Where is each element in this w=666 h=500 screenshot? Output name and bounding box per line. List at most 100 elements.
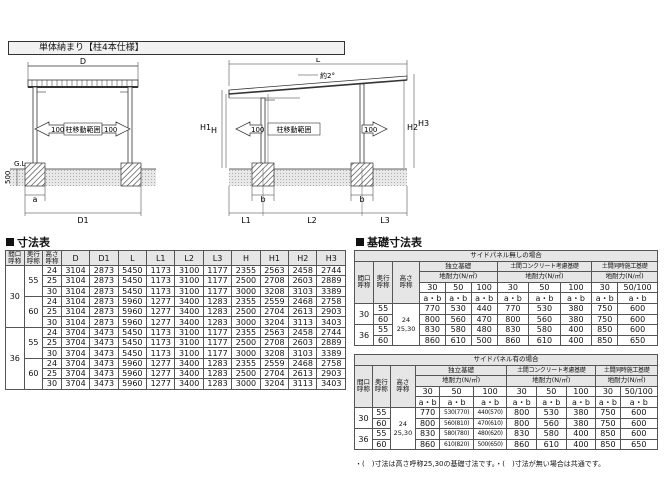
table-cell: 610	[535, 438, 567, 451]
table-cell: 580(780)	[439, 428, 474, 440]
front-depth-label: 500	[4, 171, 12, 184]
width-cell: 30	[353, 302, 375, 326]
depth-cell: 60	[373, 334, 394, 347]
table-caption: サイドパネル有の場合	[354, 354, 658, 366]
header-load: 地耐力(N/㎡)	[595, 375, 658, 387]
table-cell: 25	[42, 367, 62, 380]
width-cell: 30	[354, 406, 373, 430]
table-cell: 5450	[117, 337, 148, 349]
header-group-slab: 土間コンクリート考慮基礎	[496, 260, 593, 273]
table-cell: 3403	[316, 378, 346, 390]
table-cell: 750	[591, 313, 619, 326]
section-header-box: 単体納まり【柱4本仕様】	[8, 41, 345, 55]
table-cell: 850	[595, 428, 621, 440]
table-cell: 500	[470, 334, 498, 347]
table-cell: 3000	[231, 316, 261, 328]
front-dim-d1: D1	[77, 216, 88, 225]
width-cell: 36	[5, 326, 25, 390]
table-cell: 750	[595, 406, 621, 419]
table-cell: 25	[42, 306, 62, 318]
table-cell: 1277	[146, 367, 176, 380]
table-row: サイドパネル有の場合	[354, 354, 658, 366]
header-load: 地耐力(N/㎡)	[414, 375, 508, 387]
header-load: 地耐力(N/㎡)	[591, 271, 658, 283]
table-cell: 600	[619, 428, 659, 440]
table-cell: 3113	[288, 316, 318, 328]
table-cell: 2873	[89, 295, 119, 308]
table-cell: 3400	[174, 316, 204, 328]
table-cell: 3473	[89, 367, 119, 380]
header-load: 地耐力(N/㎡)	[496, 271, 593, 283]
depth-cell: 60	[371, 438, 391, 451]
table-cell: 800	[418, 313, 446, 326]
table-cell: 800	[496, 313, 530, 326]
header-load-value: 50	[528, 281, 561, 294]
side-dim-l3: L3	[380, 216, 390, 225]
table-cell: 1283	[202, 378, 233, 390]
header-load-value: 30	[591, 281, 619, 294]
table-cell: 380	[565, 406, 597, 419]
table-cell: 830	[506, 428, 537, 440]
table-cell: 2744	[316, 326, 346, 339]
table-cell: 3389	[316, 347, 346, 359]
table-cell: 3000	[231, 285, 261, 297]
table-cell: 850	[591, 334, 619, 347]
table-cell: 30	[42, 378, 62, 390]
table-cell: 5450	[117, 326, 148, 339]
foundation-table-with-panel: サイドパネル有の場合間口 呼称奥行 呼称高さ 呼称独立基礎土間コンクリート考慮基…	[354, 354, 659, 451]
table-cell: 2873	[89, 306, 119, 318]
table-cell: 850	[591, 324, 619, 336]
header-depth: 奥行 呼称	[373, 260, 394, 304]
table-cell: 2468	[288, 295, 318, 308]
table-cell: 560	[535, 417, 567, 430]
front-view: D 100 柱移動範囲 100 G.L 500 a D1	[4, 58, 156, 225]
height-values-cell: 24 25,30	[389, 406, 416, 451]
header-h1: H1	[259, 250, 290, 266]
table-cell: 1177	[202, 347, 233, 359]
front-arrow-left-label: 100	[51, 126, 64, 134]
table-cell: 400	[559, 324, 593, 336]
table-cell: 24	[42, 326, 62, 339]
table-cell: 1277	[146, 378, 176, 390]
table-cell: 3208	[259, 285, 290, 297]
header-ab: a・b	[617, 292, 658, 304]
table-cell: 860	[506, 438, 537, 451]
table-cell: 3100	[174, 337, 204, 349]
table-cell: 30	[42, 347, 62, 359]
table-cell: 24	[42, 295, 62, 308]
table-cell: 1277	[146, 306, 176, 318]
depth-cell: 60	[373, 313, 394, 326]
table-cell: 1173	[146, 275, 176, 287]
table-cell: 2603	[288, 275, 318, 287]
header-ab: a・b	[528, 292, 561, 304]
header-ab: a・b	[559, 292, 593, 304]
side-view: L 約2° H1 H H2 H3 100 柱移動範囲 100	[200, 58, 429, 225]
table-cell: 400	[559, 334, 593, 347]
side-dim-l: L	[316, 58, 321, 64]
table-cell: 1177	[202, 337, 233, 349]
front-dim-d: D	[80, 58, 86, 66]
table-cell: 380	[559, 302, 593, 315]
table-cell: 24	[42, 264, 62, 277]
side-band-label: 柱移動範囲	[277, 125, 312, 134]
table-cell: 3473	[89, 326, 119, 339]
header-load-value: 30	[506, 385, 537, 398]
table-cell: 800	[506, 417, 537, 430]
depth-cell: 60	[23, 295, 44, 328]
header-load-value: 50	[535, 385, 567, 398]
table-cell: 750	[595, 417, 621, 430]
header-ab: a・b	[444, 292, 472, 304]
table-cell: 2355	[231, 264, 261, 277]
header-width: 間口 呼称	[5, 250, 25, 266]
table-cell: 530	[444, 302, 472, 315]
depth-cell: 55	[373, 302, 394, 315]
side-dim-h1: H1	[200, 123, 211, 132]
table-cell: 1277	[146, 295, 176, 308]
